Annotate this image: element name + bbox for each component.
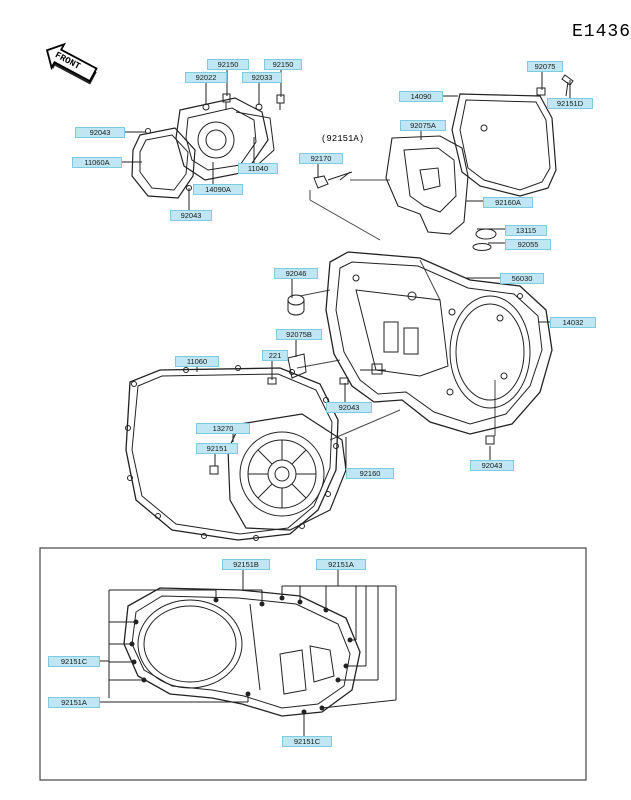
part-label-92160a: 92160A — [483, 197, 533, 208]
part-label-92043: 92043 — [170, 210, 212, 221]
part-label-92160: 92160 — [346, 468, 394, 479]
part-label-11040: 11040 — [238, 163, 278, 174]
part-label-11060: 11060 — [175, 356, 219, 367]
part-label-92043: 92043 — [470, 460, 514, 471]
part-label-92055: 92055 — [505, 239, 551, 250]
part-label-56030: 56030 — [500, 273, 544, 284]
part-label-92151d: 92151D — [547, 98, 593, 109]
part-label-92075b: 92075B — [276, 329, 322, 340]
part-label-92170: 92170 — [299, 153, 343, 164]
part-label-92043: 92043 — [75, 127, 125, 138]
diagram-code: E1436 — [572, 22, 631, 42]
group-label: (92151A) — [321, 134, 365, 144]
part-label-92075a: 92075A — [400, 120, 446, 131]
part-label-92022: 92022 — [185, 72, 227, 83]
part-label-92046: 92046 — [274, 268, 318, 279]
part-label-221: 221 — [262, 350, 288, 361]
part-label-14090: 14090 — [399, 91, 443, 102]
part-label-14032: 14032 — [550, 317, 596, 328]
part-label-92150: 92150 — [207, 59, 249, 70]
part-label-13115: 13115 — [505, 225, 547, 236]
part-label-14090a: 14090A — [193, 184, 243, 195]
part-label-92151a: 92151A — [316, 559, 366, 570]
part-label-92075: 92075 — [527, 61, 563, 72]
front-arrow-icon: FRONT — [40, 40, 102, 86]
part-label-92150: 92150 — [264, 59, 302, 70]
part-label-92151: 92151 — [196, 443, 238, 454]
part-label-11060a: 11060A — [72, 157, 122, 168]
part-label-92151b: 92151B — [222, 559, 270, 570]
part-label-92151c: 92151C — [48, 656, 100, 667]
part-label-13270: 13270 — [196, 423, 250, 434]
part-label-92151a: 92151A — [48, 697, 100, 708]
part-label-92151c: 92151C — [282, 736, 332, 747]
part-label-92043: 92043 — [326, 402, 372, 413]
part-label-92033: 92033 — [242, 72, 282, 83]
